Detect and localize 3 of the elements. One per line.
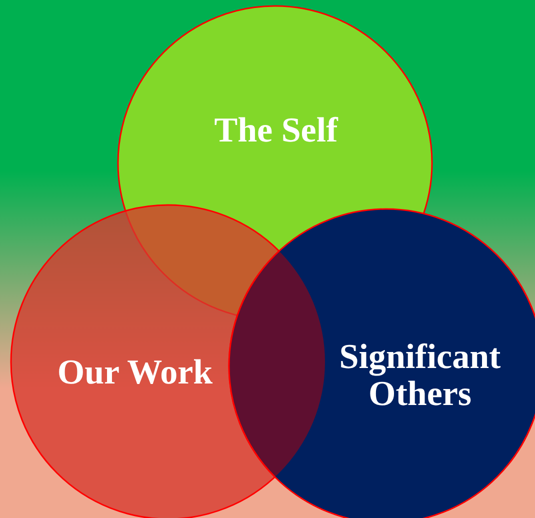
circle-label: Significant Others [338, 338, 502, 412]
circle-label: Our Work [56, 354, 214, 390]
circle-label: The Self [213, 112, 340, 148]
